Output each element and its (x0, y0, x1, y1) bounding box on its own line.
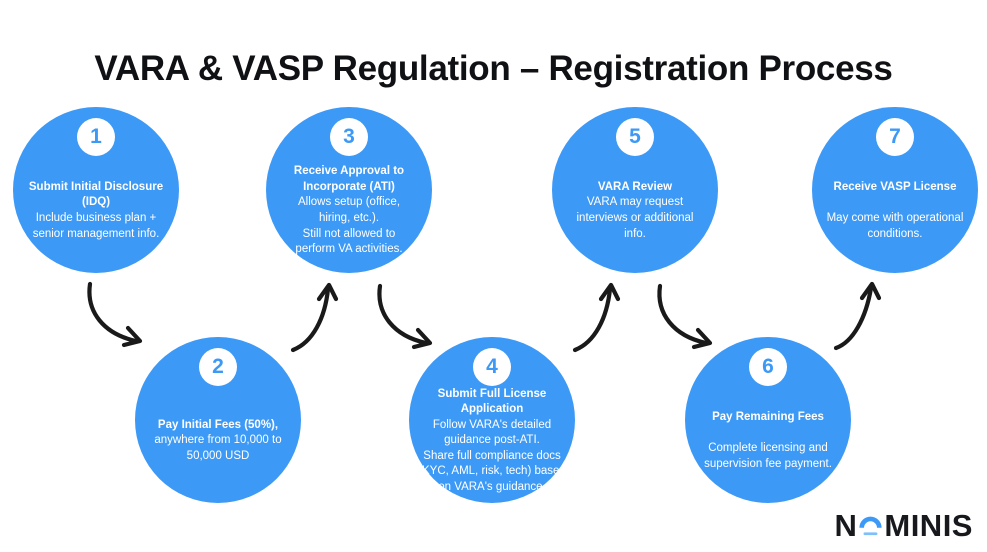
step-body: Allows setup (office,hiring, etc.).Still… (295, 196, 403, 256)
step-heading: Receive VASP License (833, 180, 957, 193)
step-number: 1 (90, 125, 102, 148)
step-number: 3 (343, 125, 355, 148)
step-heading: VARA Review (597, 180, 673, 193)
curved-arrow-step1-to-step2 (76, 280, 154, 352)
step-heading: Submit Initial Disclosure(IDQ) (28, 180, 164, 209)
logo-text-right: MINIS (884, 508, 973, 543)
step-circle: 6 Pay Remaining Fees Complete licensing … (685, 337, 851, 503)
step-circle: 7 Receive VASP License May come with ope… (812, 107, 978, 273)
logo-text-left: N (834, 508, 858, 543)
step-number-badge: 4 (473, 348, 511, 386)
step-text: Pay Initial Fees (50%), anywhere from 10… (139, 387, 297, 495)
step-number-badge: 6 (749, 348, 787, 386)
curved-arrow-step3-to-step4 (366, 282, 444, 354)
step-number: 4 (486, 355, 498, 378)
step-circle: 1 Submit Initial Disclosure(IDQ) Include… (13, 107, 179, 273)
nominis-logo: N MINIS (834, 506, 973, 546)
curved-arrow-step4-to-step5 (570, 276, 626, 354)
step-number-badge: 2 (199, 348, 237, 386)
step-number-badge: 7 (876, 118, 914, 156)
step-circle: 2 Pay Initial Fees (50%), anywhere from … (135, 337, 301, 503)
step-text: Pay Remaining Fees Complete licensing an… (689, 387, 847, 495)
step-number-badge: 5 (616, 118, 654, 156)
step-number-badge: 3 (330, 118, 368, 156)
curved-arrow-step5-to-step6 (646, 282, 724, 354)
page-title: VARA & VASP Regulation – Registration Pr… (94, 49, 893, 89)
step-number: 5 (629, 125, 641, 148)
step-number: 6 (762, 355, 774, 378)
step-text: Receive VASP License May come with opera… (816, 157, 974, 265)
step-heading: Pay Initial Fees (50%), (157, 418, 279, 431)
curved-arrow-step6-to-step7 (830, 274, 886, 352)
step-body: Include business plan +senior management… (32, 212, 160, 240)
step-number-badge: 1 (77, 118, 115, 156)
step-number: 7 (889, 125, 901, 148)
rising-sun-icon (858, 510, 883, 546)
step-heading: Pay Remaining Fees (712, 410, 824, 423)
step-text: Submit Initial Disclosure(IDQ) Include b… (17, 157, 175, 265)
curved-arrow-step2-to-step3 (288, 276, 344, 354)
step-number: 2 (212, 355, 224, 378)
